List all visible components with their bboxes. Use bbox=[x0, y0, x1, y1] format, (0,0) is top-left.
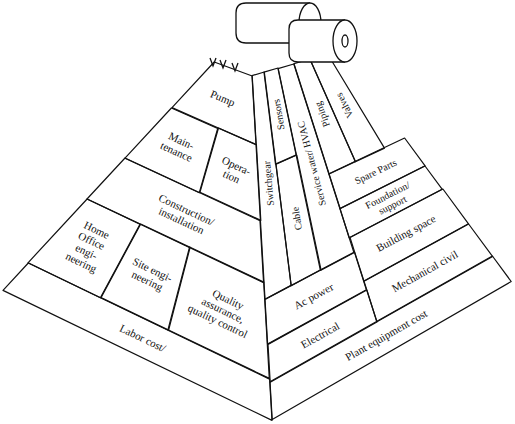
region-border bbox=[168, 247, 269, 378]
cost-region: Sensors bbox=[264, 68, 296, 164]
region-label: Building space bbox=[374, 212, 438, 254]
region-border bbox=[172, 62, 256, 145]
region-border bbox=[268, 290, 377, 382]
region-border bbox=[350, 189, 469, 281]
region-label: Opera- tion bbox=[210, 152, 256, 191]
region-border bbox=[252, 72, 291, 299]
region-label: Service water/ HVAC bbox=[296, 120, 329, 207]
cost-region: Quality assurance, quality control bbox=[168, 247, 269, 378]
region-label: Construction/ installation bbox=[138, 185, 230, 245]
region-label: Cable bbox=[289, 206, 304, 231]
motor-shaft bbox=[342, 35, 348, 47]
region-border bbox=[270, 256, 511, 420]
cost-region: Pump bbox=[172, 62, 256, 145]
region-label: Home Office engi- neering bbox=[57, 214, 121, 278]
region-label: Pump bbox=[209, 87, 237, 108]
region-label: Sensors bbox=[271, 99, 287, 132]
region-border bbox=[101, 224, 190, 330]
region-label: Site engi- neering bbox=[125, 254, 175, 295]
region-border bbox=[87, 158, 264, 283]
motor-end bbox=[333, 20, 357, 62]
region-label: Quality assurance, quality control bbox=[184, 278, 263, 341]
region-border bbox=[364, 224, 493, 322]
region-label: Ac power bbox=[292, 281, 336, 312]
region-label: Switchgear bbox=[261, 161, 276, 207]
region-label: Plant equipment cost bbox=[343, 307, 429, 363]
region-outline bbox=[172, 62, 259, 147]
region-label: Mechanical civil bbox=[390, 248, 460, 294]
pump-legs bbox=[210, 58, 238, 71]
region-label: Spare Parts bbox=[352, 157, 398, 187]
region-border bbox=[310, 54, 385, 162]
region-label: Valves bbox=[333, 91, 355, 120]
region-label: Piping bbox=[313, 100, 333, 128]
region-border bbox=[28, 199, 140, 298]
cost-region: Labor cost/ bbox=[3, 263, 272, 420]
cost-region: Home Office engi- neering bbox=[28, 199, 140, 298]
region-border bbox=[278, 64, 354, 270]
region-border bbox=[3, 263, 272, 420]
region-label: Main- tenance bbox=[151, 125, 207, 168]
cost-region: Site engi- neering bbox=[101, 224, 190, 330]
region-border bbox=[264, 68, 296, 164]
cost-region: Electrical bbox=[268, 290, 377, 382]
